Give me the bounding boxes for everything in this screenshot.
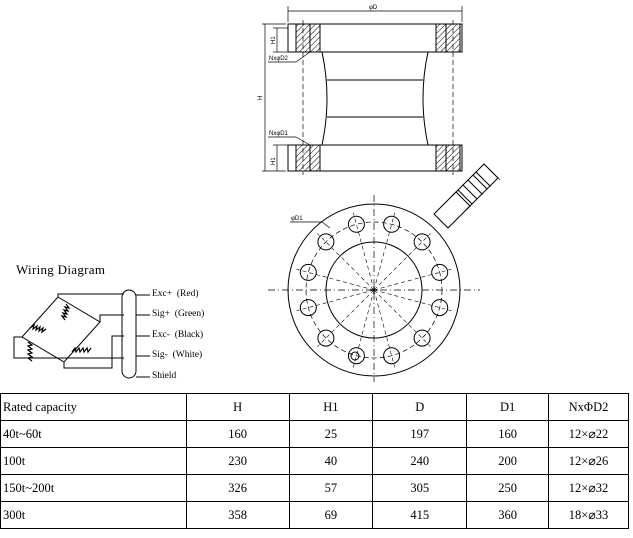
radial-line [373, 289, 452, 311]
bolt-hole [413, 233, 431, 251]
radial-line [353, 289, 375, 368]
header-h1: H1 [288, 393, 374, 421]
label-hole-top: NxφD2 [269, 56, 289, 62]
wire-color: (Green) [174, 309, 205, 319]
cell-h1: 40 [288, 447, 374, 475]
bolt-hole [347, 215, 365, 233]
cell-capacity: 300t [0, 501, 187, 529]
cell-d1: 200 [466, 447, 550, 475]
wire-color: (White) [172, 350, 203, 360]
label-flange-height-top: H1 [271, 36, 277, 44]
wiring-diagram [13, 289, 150, 379]
radial-line [373, 212, 395, 291]
cell-capacity: 40t~60t [0, 420, 187, 448]
bolt-hole [383, 347, 401, 365]
table-row: 300t 358 69 415 360 18×⌀33 [0, 501, 629, 529]
label-outer-diameter: φD [369, 5, 378, 11]
cable-bundle [121, 289, 137, 379]
radial-line [317, 289, 375, 347]
wire-color: (Black) [174, 330, 204, 340]
cell-holes: 12×⌀22 [548, 420, 629, 448]
radial-line [353, 212, 375, 291]
cell-capacity: 100t [0, 447, 187, 475]
wire-label-exc-plus: Exc+ (Red) [152, 289, 199, 299]
wiring-diagram-title: Wiring Diagram [16, 262, 106, 277]
bottom-flange [287, 144, 463, 172]
header-d: D [372, 393, 468, 421]
side-view-labels: φD H H1 H1 NxφD2 NxφD1 [258, 5, 378, 165]
table-header-row: Rated capacity H H1 D D1 NxΦD2 [0, 393, 629, 421]
radial-line [373, 289, 395, 368]
body-outline-left [321, 51, 328, 146]
cell-capacity: 150t~200t [0, 474, 187, 502]
bolt-holes [299, 215, 449, 365]
label-bolt-circle: φD1 [291, 216, 303, 222]
side-view [262, 6, 463, 175]
technical-drawing: φD H H1 H1 NxφD2 NxφD1 φD1 [13, 5, 501, 382]
cell-d1: 160 [466, 420, 550, 448]
body-outline-right [422, 51, 429, 146]
wire-label-sig-plus: Sig+ (Green) [152, 309, 204, 319]
screw-hole [350, 351, 360, 361]
top-view [268, 163, 501, 382]
wire-signal: Sig+ [152, 309, 171, 319]
bolt-hole [317, 233, 335, 251]
cell-d1: 250 [466, 474, 550, 502]
cell-h1: 69 [288, 501, 374, 529]
wire-signal: Sig- [152, 350, 168, 360]
wire-signal: Exc- [152, 330, 170, 340]
bolt-hole [317, 329, 335, 347]
cell-d: 415 [372, 501, 468, 529]
cell-h: 230 [185, 447, 290, 475]
radial-line [373, 269, 452, 291]
wire-label-exc-minus: Exc- (Black) [152, 330, 203, 340]
cell-h: 358 [185, 501, 290, 529]
header-d1: D1 [466, 393, 550, 421]
cell-holes: 18×⌀33 [548, 501, 629, 529]
radial-lines [296, 212, 452, 368]
top-flange [287, 23, 463, 53]
cell-d: 197 [372, 420, 468, 448]
header-h: H [185, 393, 290, 421]
cell-h: 326 [185, 474, 290, 502]
wire-label-shield: Shield [152, 371, 176, 381]
header-rated-capacity: Rated capacity [0, 393, 187, 421]
label-total-height: H [258, 96, 264, 100]
header-holes: NxΦD2 [548, 393, 629, 421]
radial-line [373, 233, 431, 291]
bolt-hole [347, 347, 365, 365]
bolt-hole [431, 299, 449, 317]
radial-line [296, 269, 375, 291]
spec-table: Rated capacity H H1 D D1 NxΦD2 40t~60t 1… [0, 393, 629, 529]
radial-line [373, 289, 431, 347]
wire-label-sig-minus: Sig- (White) [152, 350, 202, 360]
cell-d: 305 [372, 474, 468, 502]
label-flange-height-bottom: H1 [271, 157, 277, 165]
cell-d: 240 [372, 447, 468, 475]
wire-signal: Exc+ [152, 289, 173, 299]
wire-signal: Shield [152, 371, 177, 381]
cable-gland [433, 191, 471, 229]
table-row: 40t~60t 160 25 197 160 12×⌀22 [0, 420, 629, 448]
table-row: 150t~200t 326 57 305 250 12×⌀32 [0, 474, 629, 502]
radial-line [317, 233, 375, 291]
cell-h1: 57 [288, 474, 374, 502]
bolt-hole [383, 215, 401, 233]
cell-d1: 360 [466, 501, 550, 529]
bolt-hole [299, 299, 317, 317]
bolt-hole [413, 329, 431, 347]
bolt-hole [431, 263, 449, 281]
cell-holes: 12×⌀26 [548, 447, 629, 475]
bolt-hole [299, 263, 317, 281]
radial-line [296, 289, 375, 311]
table-row: 100t 230 40 240 200 12×⌀26 [0, 447, 629, 475]
cell-holes: 12×⌀32 [548, 474, 629, 502]
label-hole-bottom: NxφD1 [269, 131, 289, 137]
wire-color: (Red) [176, 289, 199, 299]
cell-h: 160 [185, 420, 290, 448]
cell-h1: 25 [288, 420, 374, 448]
